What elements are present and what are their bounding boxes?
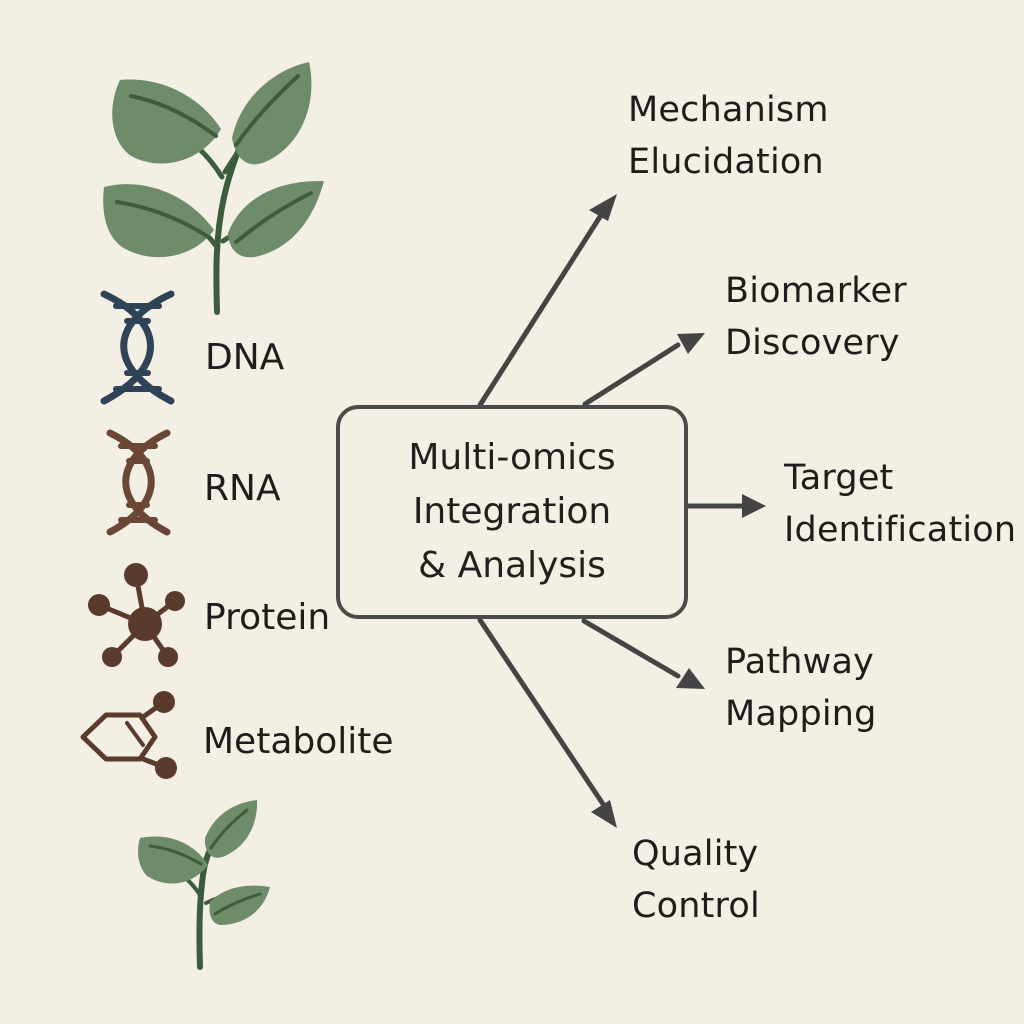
protein-network-icon bbox=[88, 563, 185, 667]
dna-label: DNA bbox=[205, 337, 285, 378]
integration-box: Multi-omics Integration & Analysis bbox=[336, 405, 688, 619]
protein-label: Protein bbox=[204, 597, 331, 638]
biomarker-discovery-label: Biomarker Discovery bbox=[725, 271, 907, 363]
metabolite-ring-icon bbox=[80, 691, 177, 779]
rna-helix-icon bbox=[106, 429, 171, 536]
integration-box-label: Multi-omics Integration & Analysis bbox=[408, 437, 616, 586]
pathway-mapping-label: Pathway Mapping bbox=[725, 642, 877, 734]
target-identification-label: Target Identification bbox=[784, 458, 1017, 550]
rna-label: RNA bbox=[204, 468, 281, 509]
output-arrows bbox=[477, 194, 766, 828]
dna-helix-icon bbox=[100, 290, 175, 405]
mechanism-elucidation-label: Mechanism Elucidation bbox=[628, 90, 829, 182]
metabolite-label: Metabolite bbox=[203, 721, 394, 762]
bottom-seedling-icon bbox=[138, 800, 270, 970]
top-plant-icon bbox=[103, 62, 324, 315]
quality-control-label: Quality Control bbox=[632, 834, 760, 926]
